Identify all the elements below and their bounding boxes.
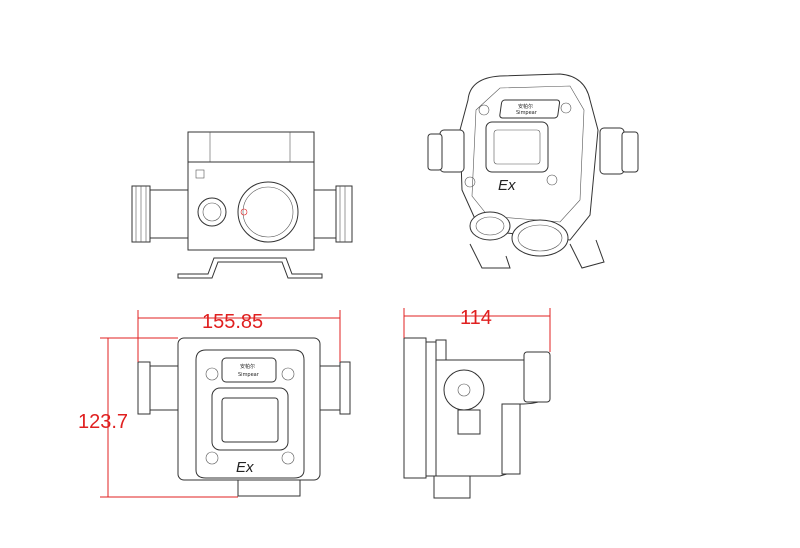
dimension-depth: 114 xyxy=(403,307,551,352)
nameplate-en: Simpear xyxy=(238,372,260,378)
top-view xyxy=(131,131,353,279)
isometric-view: 安帕尔 Simpear Ex xyxy=(427,73,639,269)
ex-mark-iso: Ex xyxy=(498,177,516,194)
width-value: 155.85 xyxy=(202,311,263,333)
ex-mark: Ex xyxy=(236,459,254,476)
front-view: 安帕尔 Simpear Ex xyxy=(137,337,351,497)
nameplate-cn: 安帕尔 xyxy=(240,363,255,370)
side-view xyxy=(403,337,551,499)
height-value: 123.7 xyxy=(78,411,128,433)
nameplate-cn-iso: 安帕尔 xyxy=(518,103,533,110)
nameplate-en-iso: Simpear xyxy=(516,110,538,116)
dimension-width: 155.85 xyxy=(137,310,341,362)
dimension-height: 123.7 xyxy=(78,337,238,498)
depth-value: 114 xyxy=(460,307,492,329)
